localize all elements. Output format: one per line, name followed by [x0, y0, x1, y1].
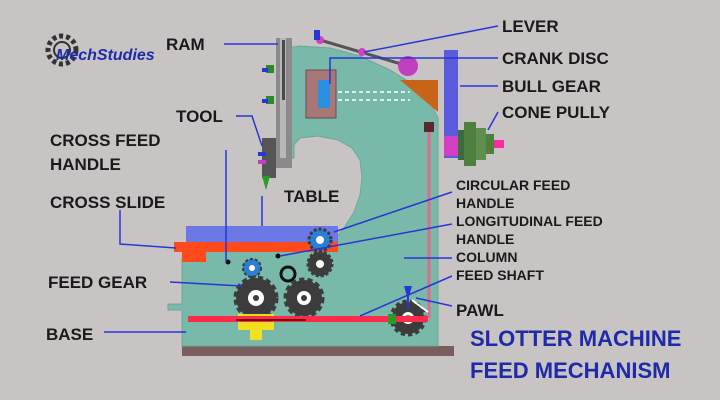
title-line2: FEED MECHANISM — [470, 358, 670, 383]
label-longitudinal-feed-handle-line1: LONGITUDINAL FEED — [456, 213, 603, 229]
label-feed-gear: FEED GEAR — [48, 273, 147, 292]
label-bull-gear: BULL GEAR — [502, 77, 601, 96]
label-ram: RAM — [166, 35, 205, 54]
leader-cross-slide — [119, 210, 177, 249]
bull-gear-hub — [444, 136, 458, 156]
feed-rod-pivot — [424, 122, 434, 132]
label-column: COLUMN — [456, 249, 517, 265]
feed-handle-gear-small — [242, 258, 262, 278]
cross-slide — [174, 242, 338, 252]
logo-gear-hub — [53, 41, 71, 59]
feed-shaft-coupling — [388, 314, 396, 324]
bull-gear — [444, 50, 458, 158]
tool-head — [262, 138, 276, 178]
leader-circular-feed-handle — [333, 191, 453, 233]
ram-bolt-upper-head — [262, 68, 268, 72]
label-crank-disc: CRANK DISC — [502, 49, 609, 68]
cone-pulley-step2 — [476, 128, 486, 160]
crank-wedge — [400, 80, 438, 112]
leader-tool — [236, 115, 263, 147]
leader-crank-disc — [329, 57, 498, 84]
leader-lever — [363, 25, 499, 53]
leader-pawl — [415, 297, 453, 307]
cone-pulley-step1 — [464, 122, 476, 166]
feed-ratchet-ring — [279, 265, 297, 283]
feed-gear-left — [233, 275, 279, 321]
label-feed-shaft: FEED SHAFT — [456, 267, 544, 283]
feed-shaft — [188, 316, 428, 322]
pawl-spring — [411, 299, 429, 313]
feed-gear-right — [283, 277, 325, 319]
label-circular-feed-handle-line1: CIRCULAR FEED — [456, 177, 570, 193]
label-cross-feed-handle-line1: CROSS FEED — [50, 131, 161, 150]
feed-gear-bracket-foot — [250, 330, 262, 340]
ram-slot — [282, 40, 285, 100]
logo-gear-icon — [45, 33, 79, 67]
label-cross-slide: CROSS SLIDE — [50, 193, 165, 212]
label-lever: LEVER — [502, 17, 559, 36]
tool-tip — [262, 176, 270, 190]
lever-bolt — [314, 30, 320, 40]
lever-knob — [398, 56, 418, 76]
leader-longitudinal-feed-handle — [279, 223, 453, 257]
table — [186, 226, 338, 242]
ram-bolt-lower — [266, 96, 274, 104]
ram-bolt-lower-head — [262, 99, 268, 103]
leader-feed-shaft — [359, 275, 453, 317]
lever-joint — [358, 48, 366, 56]
title-line1: SLOTTER MACHINE — [470, 326, 681, 351]
label-longitudinal-feed-handle-line2: HANDLE — [456, 231, 514, 247]
cone-pulley-shaft — [458, 130, 464, 160]
leader-cone-pully — [487, 111, 499, 131]
longitudinal-feed-gear — [306, 250, 334, 278]
tool-clamp-2 — [258, 160, 266, 164]
tool-clamp-1 — [258, 152, 266, 156]
crank-slide-block — [305, 69, 337, 119]
cone-pulley-end — [494, 140, 504, 148]
mechstudies-logo: MechStudies — [45, 33, 155, 67]
label-pawl: PAWL — [456, 301, 504, 320]
ram-bolt-upper — [266, 65, 274, 73]
cone-pulley-step3 — [486, 134, 494, 154]
label-base: BASE — [46, 325, 93, 344]
label-cross-feed-handle-line2: HANDLE — [50, 155, 121, 174]
crank-disc-slot — [318, 80, 330, 108]
logo-text: MechStudies — [56, 47, 155, 64]
longitudinal-feed-handle-point — [275, 253, 281, 259]
label-table: TABLE — [284, 187, 339, 206]
leader-feed-gear — [169, 281, 243, 287]
cross-slide-lip — [182, 252, 206, 262]
label-tool: TOOL — [176, 107, 223, 126]
label-circular-feed-handle-line2: HANDLE — [456, 195, 514, 211]
base-plate — [182, 346, 454, 356]
label-cone-pully: CONE PULLY — [502, 103, 611, 122]
